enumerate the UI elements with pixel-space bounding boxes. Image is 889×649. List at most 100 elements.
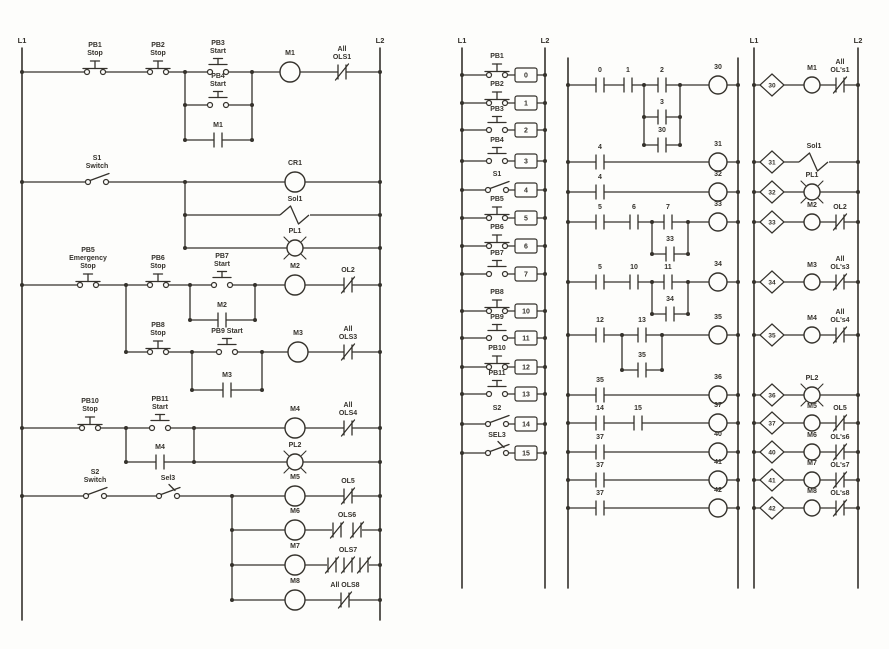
m1-seal-contact: M1 xyxy=(213,122,223,148)
svg-text:M1: M1 xyxy=(285,50,295,57)
svg-text:All OLS8: All OLS8 xyxy=(330,582,359,589)
svg-text:S1: S1 xyxy=(493,171,502,178)
pl2-pilot-light: PL2 xyxy=(283,442,307,474)
input-pb1-symbol: PB1 xyxy=(484,53,510,79)
svg-text:PB1: PB1 xyxy=(490,53,504,60)
input-pb6-symbol: PB6 xyxy=(484,224,510,250)
svg-text:12: 12 xyxy=(596,317,604,324)
svg-text:Sol1: Sol1 xyxy=(807,143,822,150)
svg-text:PB6: PB6 xyxy=(151,255,165,262)
svg-text:PB11: PB11 xyxy=(151,396,168,403)
svg-text:35: 35 xyxy=(714,314,722,321)
svg-text:All: All xyxy=(836,256,845,263)
output-address-30: 30 xyxy=(759,73,785,97)
svg-text:SEL3: SEL3 xyxy=(488,432,506,439)
svg-text:All: All xyxy=(338,46,347,53)
svg-text:PB5: PB5 xyxy=(81,247,95,254)
svg-text:30: 30 xyxy=(714,64,722,71)
svg-text:32: 32 xyxy=(714,171,722,178)
coil-32: 32 xyxy=(708,171,728,202)
svg-text:PB4: PB4 xyxy=(490,137,504,144)
output-address-37: 37 xyxy=(759,411,785,435)
svg-text:PB9 Start: PB9 Start xyxy=(211,328,243,335)
output-ols8-overload-contact: OL's8 xyxy=(830,490,850,517)
input-pb10-symbol: PB10 xyxy=(484,345,510,371)
svg-text:13: 13 xyxy=(522,392,530,399)
svg-text:Sel3: Sel3 xyxy=(161,475,176,482)
pb9-start-pushbutton: PB9 Start xyxy=(211,328,243,356)
pl1-pilot-light: PL1 xyxy=(283,228,307,260)
svg-text:0: 0 xyxy=(524,73,528,80)
input-address-box-5: 5 xyxy=(514,210,538,226)
svg-text:PL2: PL2 xyxy=(289,442,302,449)
svg-text:Start: Start xyxy=(214,261,231,268)
svg-text:Switch: Switch xyxy=(84,477,107,484)
svg-text:36: 36 xyxy=(714,374,722,381)
svg-text:M1: M1 xyxy=(807,65,817,72)
components: PB1StopPB2StopPB3StartPB4StartM1M1AllOLS… xyxy=(69,40,372,611)
svg-text:M3: M3 xyxy=(807,262,817,269)
coil-31: 31 xyxy=(708,141,728,172)
svg-text:4: 4 xyxy=(598,174,602,181)
contact-37a: 37 xyxy=(595,434,605,460)
svg-text:OL's7: OL's7 xyxy=(830,462,849,469)
input-address-box-15: 15 xyxy=(514,445,538,461)
svg-text:14: 14 xyxy=(596,405,604,412)
svg-text:PB4: PB4 xyxy=(211,73,225,80)
input-address-box-10: 10 xyxy=(514,303,538,319)
input-pb8-symbol: PB8 xyxy=(484,289,510,315)
ols8-overload-contact: All OLS8 xyxy=(330,582,360,609)
svg-text:PB6: PB6 xyxy=(490,224,504,231)
svg-text:M6: M6 xyxy=(807,432,817,439)
svg-text:S2: S2 xyxy=(493,405,502,412)
svg-text:OL's6: OL's6 xyxy=(830,434,849,441)
ol5-overload-contact: OL5 xyxy=(340,478,356,505)
contact-4a: 4 xyxy=(595,144,605,170)
contact-34-seal: 34 xyxy=(665,296,675,322)
svg-text:37: 37 xyxy=(596,462,604,469)
contact-15: 15 xyxy=(633,405,643,431)
m6-coil: M6 xyxy=(284,508,306,541)
svg-text:Stop: Stop xyxy=(87,50,103,57)
svg-text:3: 3 xyxy=(524,159,528,166)
contact-2: 2 xyxy=(657,67,667,93)
m3-coil: M3 xyxy=(287,330,309,363)
svg-text:PB5: PB5 xyxy=(490,196,504,203)
m1-coil: M1 xyxy=(279,50,301,83)
m8-coil: M8 xyxy=(284,578,306,611)
svg-text:7: 7 xyxy=(524,272,528,279)
svg-text:L2: L2 xyxy=(854,36,863,45)
svg-text:M1: M1 xyxy=(213,122,223,129)
contact-35: 35 xyxy=(595,377,605,403)
coil-33: 33 xyxy=(708,201,728,232)
svg-text:All: All xyxy=(344,326,353,333)
junction-dots xyxy=(752,83,860,510)
svg-text:L1: L1 xyxy=(750,36,759,45)
input-pb3-symbol: PB3 xyxy=(485,106,509,134)
svg-text:PL2: PL2 xyxy=(806,375,819,382)
svg-text:30: 30 xyxy=(658,127,666,134)
svg-text:34: 34 xyxy=(714,261,722,268)
svg-text:OLS6: OLS6 xyxy=(338,512,356,519)
svg-text:12: 12 xyxy=(522,365,530,372)
svg-text:41: 41 xyxy=(714,459,722,466)
ols6-overload-contacts: OLS6 xyxy=(329,512,365,539)
contact-11: 11 xyxy=(663,264,673,290)
input-address-box-1: 1 xyxy=(514,95,538,111)
svg-text:M4: M4 xyxy=(155,444,165,451)
svg-text:Stop: Stop xyxy=(150,330,166,337)
svg-text:4: 4 xyxy=(524,188,528,195)
output-pl1-pilot-light: PL1 xyxy=(800,172,824,204)
input-s1-symbol: S1 xyxy=(484,171,510,194)
input-pb9-symbol: PB9 xyxy=(485,314,509,342)
m5-coil: M5 xyxy=(284,474,306,507)
